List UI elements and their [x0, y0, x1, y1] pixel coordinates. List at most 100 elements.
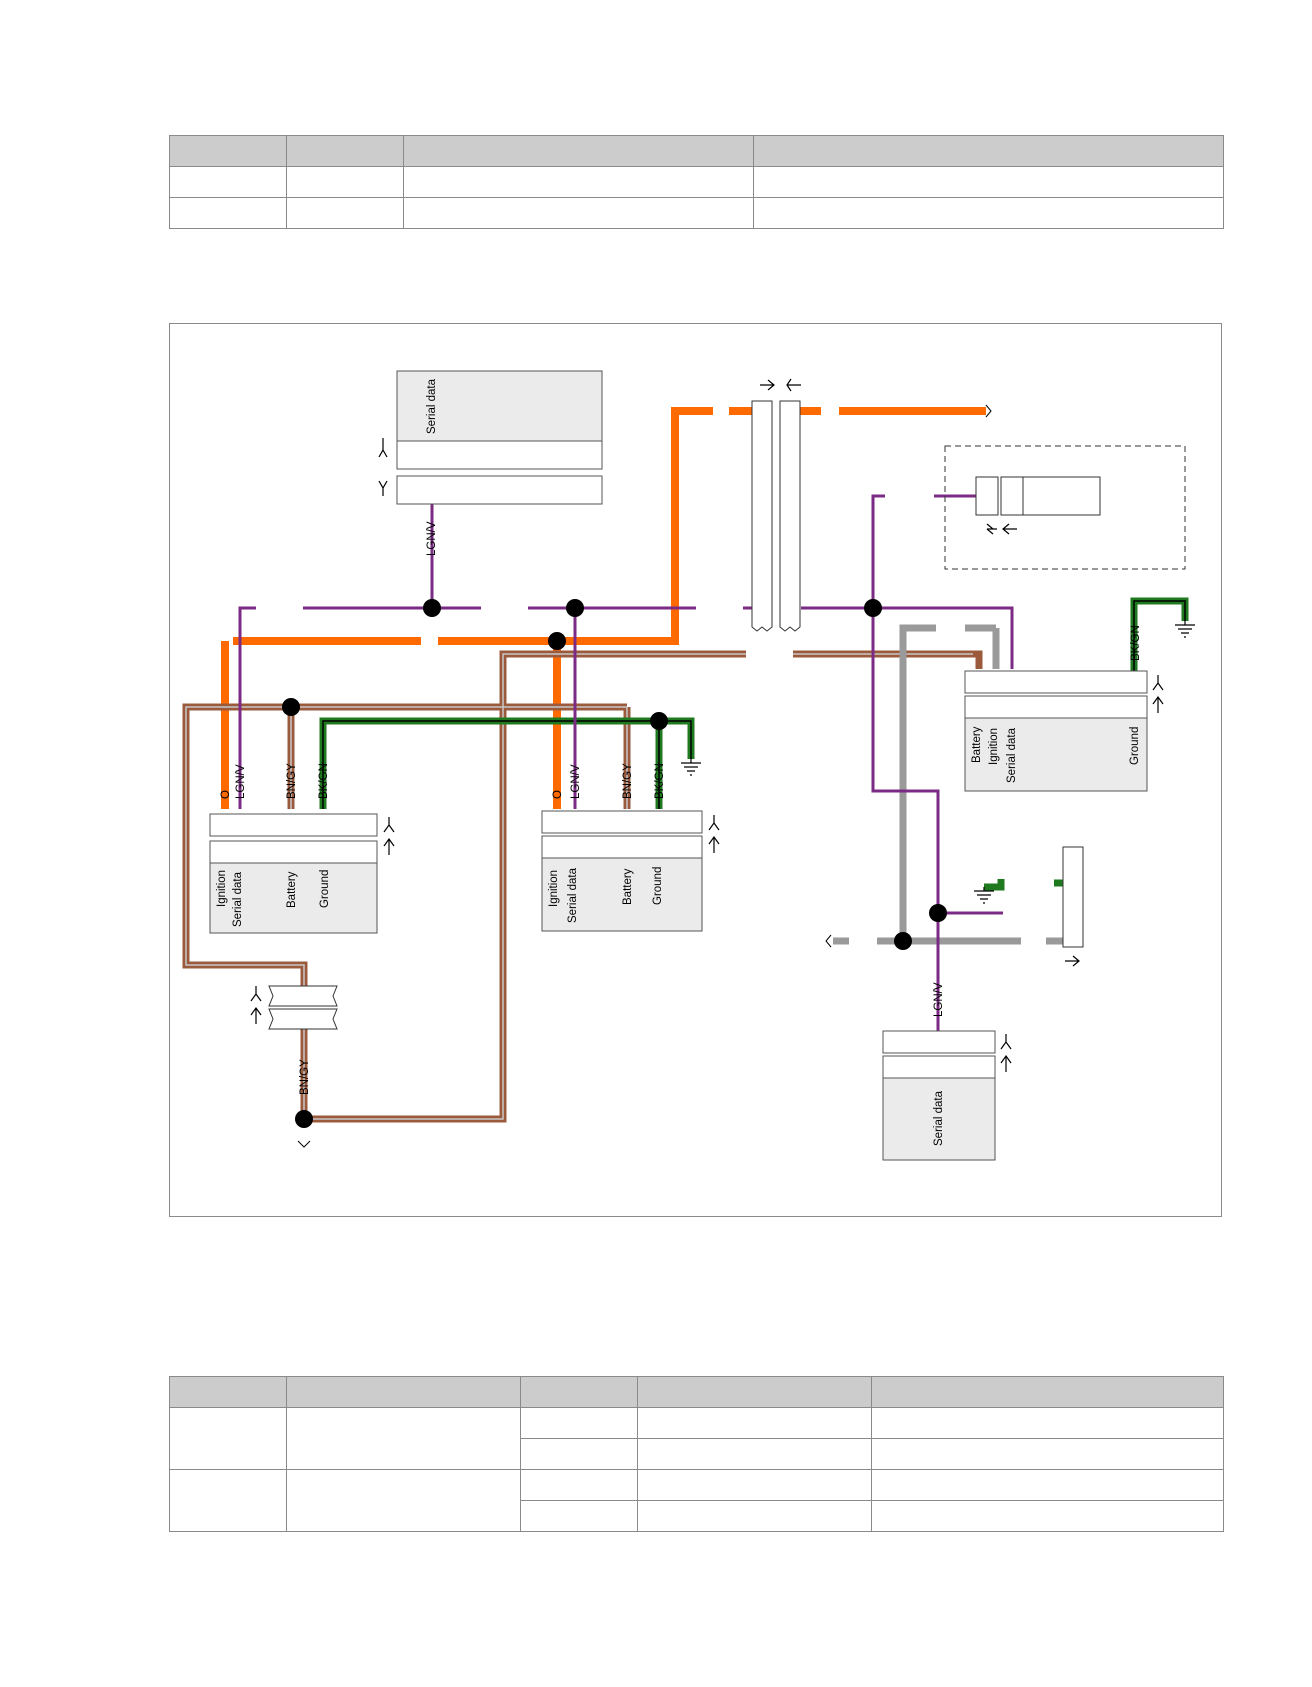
header-cell	[286, 1376, 521, 1408]
header-cell	[520, 1376, 638, 1408]
table-row	[169, 1407, 1224, 1470]
header-cell	[286, 135, 404, 167]
wire-label: O	[552, 790, 564, 799]
ground-symbol-icon	[974, 887, 994, 904]
connector-symbol-icon	[383, 817, 395, 855]
splice-dot-icon	[929, 904, 947, 922]
connector-symbol-icon	[1152, 675, 1164, 713]
splice-dot-icon	[864, 599, 882, 617]
header-cell	[871, 1376, 1224, 1408]
table-row	[169, 166, 1224, 198]
table-cell	[871, 1407, 1224, 1439]
table-cell	[169, 197, 287, 229]
pin-label: Ground	[652, 867, 664, 905]
pin-label: Ignition	[548, 870, 560, 907]
connector-symbol-icon	[708, 815, 720, 853]
table-cell	[286, 166, 404, 198]
table-cell	[637, 1407, 872, 1439]
table-row	[169, 197, 1224, 229]
table-cell	[520, 1438, 638, 1470]
small-component	[1062, 846, 1084, 967]
header-cell	[169, 135, 287, 167]
header-cell	[753, 135, 1224, 167]
pin-label: Serial data	[1006, 727, 1018, 783]
header-cell	[403, 135, 754, 167]
pin-label: Battery	[622, 868, 634, 905]
table-row	[169, 1469, 1224, 1532]
table-cell	[169, 1407, 287, 1470]
module-bottom: LGN/V Serial data	[882, 982, 1012, 1161]
table-cell	[753, 166, 1224, 198]
dashed-component	[944, 445, 1186, 570]
table-cell	[520, 1500, 638, 1532]
wire-label: LGN/V	[570, 764, 582, 799]
ground-symbol-icon	[681, 759, 701, 776]
arrow-icon	[760, 378, 801, 392]
table-cell	[286, 197, 404, 229]
table-cell	[403, 166, 754, 198]
wire-label: BN/GY	[299, 1059, 311, 1095]
splice-dot-icon	[548, 632, 566, 650]
wire-label: LGN/V	[235, 764, 247, 799]
header-cell	[637, 1376, 872, 1408]
pin-label: Serial data	[933, 1090, 945, 1146]
table-header-row	[169, 135, 1224, 167]
table-cell	[169, 166, 287, 198]
table-row	[170, 1438, 1224, 1470]
pin-label: Battery	[971, 726, 983, 763]
pin-label: Ground	[1129, 727, 1141, 765]
module-top: Serial data LGN/V	[378, 370, 603, 556]
module-left: O LGN/V BN/GY BK/GN Ignition Serial data…	[209, 763, 395, 934]
wiring-diagram-svg: Serial data LGN/V O LGN/V BN/GY	[182, 370, 1195, 1161]
table-cell	[520, 1469, 638, 1501]
splice-dot-icon	[295, 1110, 313, 1128]
table-cell	[403, 197, 754, 229]
top-table	[169, 135, 1224, 229]
splice-dot-icon	[282, 698, 300, 716]
bottom-table	[169, 1376, 1224, 1532]
table-cell	[637, 1469, 872, 1501]
pin-label: Serial data	[232, 871, 244, 927]
arrow-icon	[825, 934, 832, 948]
header-cell	[169, 1376, 287, 1408]
splice-dot-icon	[894, 932, 912, 950]
wire-label: LGN/V	[933, 982, 945, 1017]
ground-symbol-icon	[1175, 621, 1195, 638]
table-cell	[871, 1438, 1224, 1470]
splice-dot-icon	[566, 599, 584, 617]
wiring-diagram: Serial data LGN/V O LGN/V BN/GY	[169, 323, 1222, 1217]
table-cell	[286, 1469, 521, 1532]
pin-label: Battery	[286, 871, 298, 908]
table-header-row	[169, 1376, 1224, 1408]
table-cell	[169, 1469, 287, 1532]
wire-label: BK/GN	[654, 763, 666, 799]
splice-dot-icon	[650, 712, 668, 730]
pin-label: Serial data	[426, 378, 438, 434]
connector-symbol-icon	[250, 986, 262, 1024]
wire-label: BK/GN	[318, 763, 330, 799]
table-cell	[286, 1407, 521, 1470]
table-cell	[637, 1438, 872, 1470]
connector-symbol-icon	[378, 438, 388, 496]
arrow-icon	[1065, 955, 1080, 967]
wire-label: LGN/V	[426, 521, 438, 556]
pin-label: Ignition	[988, 728, 1000, 765]
pin-label: Ignition	[216, 870, 228, 907]
table-cell	[520, 1407, 638, 1439]
inline-connector-lower: BN/GY	[250, 985, 338, 1148]
wire-lgn-v	[238, 494, 1014, 1031]
splice-dots	[282, 599, 947, 1128]
table-cell	[637, 1500, 872, 1532]
splice-dot-icon	[423, 599, 441, 617]
table-cell	[753, 197, 1224, 229]
connector-symbol-icon	[986, 523, 1017, 535]
wire-label: BN/GY	[286, 763, 298, 799]
wire-label: BN/GY	[622, 763, 634, 799]
module-right: BK/GN Battery Ignition Serial data Groun…	[964, 625, 1164, 792]
wire-label: BK/GN	[1130, 625, 1142, 661]
pin-label: Serial data	[567, 867, 579, 923]
inline-connector	[751, 378, 992, 632]
table-row	[170, 1500, 1224, 1532]
module-center: O LGN/V BN/GY BK/GN Ignition Serial data…	[541, 763, 720, 932]
connector-symbol-icon	[1000, 1034, 1012, 1072]
